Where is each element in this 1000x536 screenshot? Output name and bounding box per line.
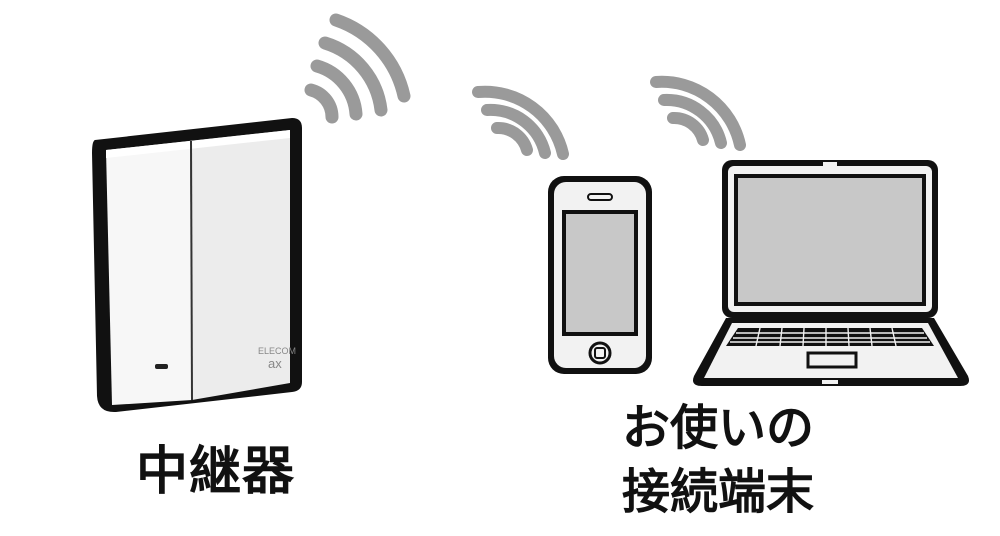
wifi-waves-laptop-icon <box>650 75 746 151</box>
repeater-led-icon <box>155 364 168 369</box>
phone-home-button-icon <box>588 341 612 365</box>
repeater-device: ELECOM ax <box>92 118 302 413</box>
laptop-touchpad <box>806 351 858 369</box>
repeater-model: ax <box>268 356 282 371</box>
device-label-line1: お使いの <box>622 400 815 456</box>
device-label-line2: 接続端末 <box>622 464 815 520</box>
phone-speaker-icon <box>587 193 613 201</box>
smartphone-device <box>548 176 652 374</box>
repeater-brand: ELECOM <box>258 346 296 356</box>
laptop-device <box>693 160 969 386</box>
wifi-waves-repeater-icon <box>304 13 411 124</box>
repeater-label: 中継器 <box>136 442 296 502</box>
laptop-camera-icon <box>823 162 837 167</box>
wifi-waves-phone-icon <box>472 85 569 160</box>
